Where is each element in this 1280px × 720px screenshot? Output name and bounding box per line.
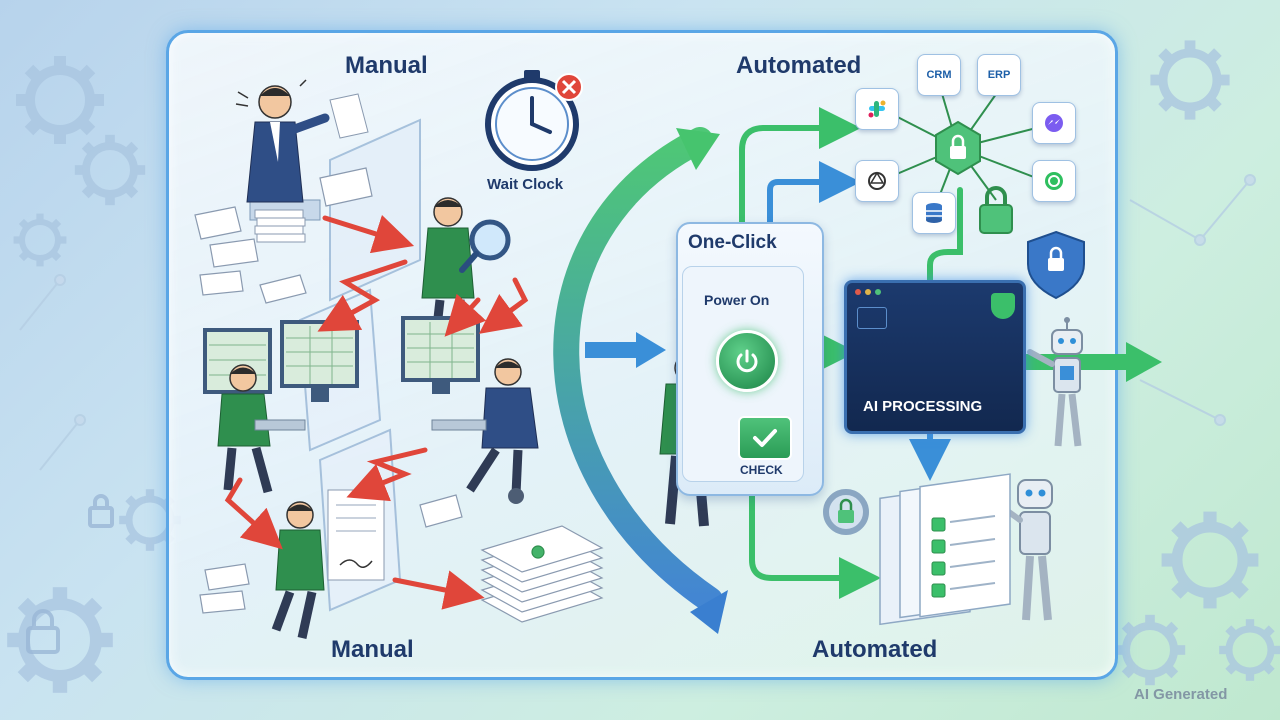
signing-worker (271, 489, 385, 639)
document-stack (480, 525, 604, 623)
whatsapp-icon (1045, 172, 1063, 190)
slack-icon (868, 100, 886, 118)
wait-clock (485, 70, 583, 171)
ai-processing-label: AI PROCESSING (863, 398, 983, 415)
erp-icon: ERP (987, 69, 1011, 81)
manual-heading-bottom: Manual (331, 636, 414, 663)
messenger-icon (1045, 114, 1063, 132)
stressed-worker (235, 79, 369, 243)
whatsapp-tile[interactable] (1032, 160, 1076, 202)
openai-tile[interactable] (855, 160, 899, 202)
crm-icon: CRM (926, 69, 952, 81)
power-on-label: Power On (704, 292, 770, 308)
window-dots (855, 289, 881, 295)
slack-tile[interactable] (855, 88, 899, 130)
shield-lock-icon (1027, 230, 1085, 300)
menu-icon (857, 307, 887, 329)
checkmark-icon (753, 429, 777, 447)
power-on-button[interactable] (716, 330, 778, 392)
crm-tile[interactable]: CRM (917, 54, 961, 96)
messenger-tile[interactable] (1032, 102, 1076, 144)
automated-heading-top: Automated (736, 52, 862, 79)
database-icon (926, 203, 942, 223)
checklist-checks (931, 517, 946, 598)
robot-icon-top (1027, 317, 1083, 447)
typing-worker-right (431, 358, 539, 504)
ai-generated-watermark: AI Generated (1134, 686, 1228, 703)
one-click-label: One-Click (688, 232, 777, 253)
openai-icon (868, 171, 886, 190)
manual-flow-arrows (224, 214, 529, 610)
check-label: CHECK (740, 463, 783, 477)
ai-processing-screen (844, 280, 1026, 434)
check-button[interactable] (738, 416, 792, 460)
small-lock-icon (979, 186, 1013, 234)
automated-heading-bottom: Automated (812, 636, 938, 663)
big-arc-arrow (553, 127, 723, 613)
ai-shield-icon (991, 293, 1015, 319)
robot-icon-bottom (989, 479, 1053, 621)
scattered-papers (194, 167, 463, 614)
database-tile[interactable] (912, 192, 956, 234)
gear-lock-icon (823, 489, 869, 535)
manual-heading-top: Manual (345, 52, 428, 79)
wait-clock-label: Wait Clock (487, 176, 564, 193)
power-icon (736, 349, 758, 373)
typing-worker-left (217, 364, 306, 494)
erp-tile[interactable]: ERP (977, 54, 1021, 96)
hub-lock-icon (935, 120, 981, 176)
